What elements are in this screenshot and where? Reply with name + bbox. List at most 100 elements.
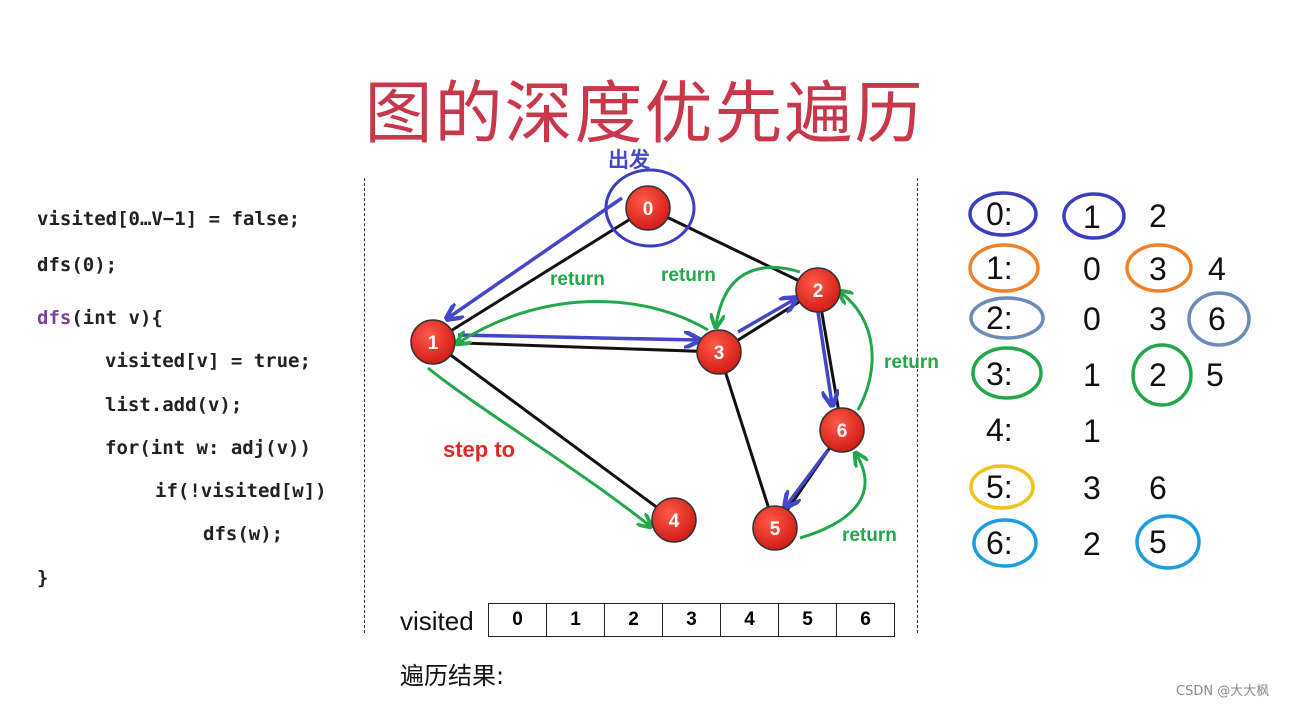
adj-item: 2 [1149, 198, 1167, 234]
edge-1-4 [432, 340, 675, 522]
visited-cell: 2 [604, 603, 663, 637]
adj-head-0: 0: [986, 196, 1013, 232]
adj-head-3: 3: [986, 356, 1013, 392]
circle-item-2-6 [1187, 291, 1251, 347]
arrow-3-to-2 [737, 299, 795, 334]
adj-item: 2 [1083, 526, 1101, 562]
code-line: dfs(w); [203, 523, 284, 545]
traversal-result-label: 遍历结果: [400, 662, 505, 690]
blue-traversal-arrows [448, 196, 832, 506]
visited-cell: 4 [720, 603, 779, 637]
visited-cell: 5 [778, 603, 837, 637]
visited-row: 0 1 2 3 4 5 6 [488, 603, 895, 637]
node-label: 2 [813, 281, 824, 302]
circle-head-6 [972, 518, 1038, 568]
node-3: 3 [696, 329, 742, 375]
circle-item-3-2 [1131, 343, 1193, 407]
visited-cell: 3 [662, 603, 721, 637]
graph-edges [432, 206, 844, 529]
node-5: 5 [752, 505, 798, 551]
circle-head-0 [968, 191, 1038, 237]
node-label: 1 [428, 333, 439, 354]
arrow-1-step-4 [427, 366, 650, 526]
code-line: if(!visited[w]) [155, 480, 327, 502]
adj-head-6: 6: [986, 525, 1013, 561]
code-line: list.add(v); [105, 394, 243, 416]
return-label-4: return [842, 525, 897, 546]
circle-item-1-3 [1125, 243, 1193, 293]
node-6: 6 [819, 407, 865, 453]
arrow-6-to-5 [786, 448, 830, 506]
return-label-1: return [550, 269, 605, 290]
adj-item: 0 [1083, 301, 1101, 337]
divider-left [364, 178, 365, 633]
visited-cell: 0 [488, 603, 547, 637]
code-line: for(int w: adj(v)) [105, 437, 311, 459]
arrow-0-to-1 [448, 196, 623, 318]
adjacency-circles [968, 191, 1251, 570]
arrow-1-to-3 [457, 335, 698, 340]
circle-head-2 [969, 296, 1045, 340]
node-label: 5 [770, 519, 781, 540]
adj-item: 6 [1149, 470, 1167, 506]
code-line: dfs(0); [37, 254, 118, 276]
code-fragment: (int v){ [71, 307, 163, 329]
arrow-5-return-6 [799, 454, 865, 540]
graph-nodes: 0 1 2 3 4 5 6 [410, 185, 865, 551]
adj-item: 5 [1149, 524, 1167, 560]
node-label: 4 [669, 511, 680, 532]
divider-right [917, 178, 918, 633]
node-2: 2 [795, 267, 841, 313]
code-line: visited[v] = true; [105, 350, 311, 372]
adj-item: 2 [1149, 357, 1167, 393]
visited-label: visited [400, 606, 474, 636]
function-keyword: dfs [37, 307, 72, 329]
circle-head-5 [969, 464, 1035, 510]
adj-item: 1 [1083, 413, 1101, 449]
circle-item-6-5 [1135, 514, 1201, 570]
adj-item: 0 [1083, 251, 1101, 287]
node-4: 4 [651, 497, 697, 543]
adj-head-5: 5: [986, 469, 1013, 505]
adj-item: 6 [1208, 301, 1226, 337]
step-to-label: step to [443, 437, 515, 462]
start-label: 出发 [608, 148, 651, 172]
circle-head-1 [968, 243, 1040, 293]
return-label-2: return [661, 265, 716, 286]
adj-head-1: 1: [986, 250, 1013, 286]
adj-item: 5 [1206, 357, 1224, 393]
edge-3-5 [717, 351, 777, 529]
edge-1-3 [432, 340, 720, 354]
node-0: 0 [625, 185, 671, 231]
arrow-2-return-3 [716, 266, 801, 326]
adj-item: 3 [1149, 301, 1167, 337]
node-1: 1 [410, 319, 456, 365]
visited-table: 0 1 2 3 4 5 6 [488, 603, 895, 637]
arrow-2-to-6 [816, 311, 832, 404]
adj-item: 1 [1083, 199, 1101, 235]
code-line: visited[0…V−1] = false; [37, 208, 301, 230]
edge-0-1 [432, 206, 649, 344]
code-line: dfs(int v){ [37, 307, 163, 329]
adj-head-4: 4: [986, 412, 1013, 448]
return-label-3: return [884, 352, 939, 373]
visited-cell: 1 [546, 603, 605, 637]
node-label: 3 [714, 343, 725, 364]
code-line: } [37, 567, 49, 589]
watermark: CSDN @大大枫 [1176, 684, 1270, 699]
adj-item: 4 [1208, 251, 1226, 287]
page-title: 图的深度优先遍历 [364, 75, 925, 154]
adj-item: 1 [1083, 357, 1101, 393]
arrow-6-return-2 [840, 292, 874, 411]
green-return-arrows [427, 266, 874, 540]
node-label: 6 [837, 421, 848, 442]
adj-head-2: 2: [986, 300, 1013, 336]
circle-head-3 [971, 346, 1043, 400]
adj-item: 3 [1149, 251, 1167, 287]
node-label: 0 [643, 199, 654, 220]
adj-item: 3 [1083, 470, 1101, 506]
arrow-3-return-1 [458, 299, 709, 343]
visited-cell: 6 [836, 603, 895, 637]
edge-0-2 [647, 206, 819, 292]
